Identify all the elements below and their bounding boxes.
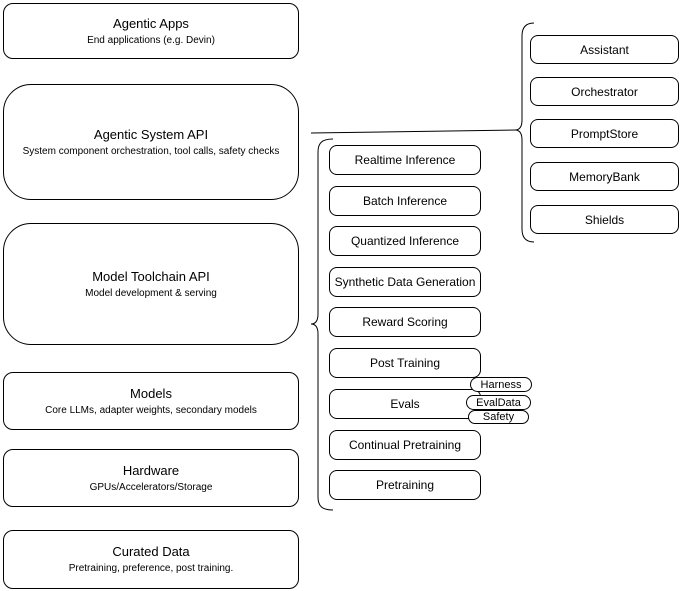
toolchain-brace: [310, 138, 334, 511]
node-label: Batch Inference: [362, 194, 448, 208]
node-label: Shields: [584, 212, 625, 227]
node-subtitle: Model development & serving: [85, 287, 217, 299]
node-label: Continual Pretraining: [348, 438, 462, 452]
node-curated-data: Curated Data Pretraining, preference, po…: [3, 530, 299, 589]
node-subtitle: End applications (e.g. Devin): [87, 34, 215, 46]
node-agentic-system-api: Agentic System API System component orch…: [3, 84, 299, 200]
node-title: Models: [130, 385, 172, 401]
node-subtitle: Core LLMs, adapter weights, secondary mo…: [45, 404, 257, 416]
node-title: Agentic Apps: [113, 15, 189, 31]
node-title: Model Toolchain API: [92, 268, 210, 284]
node-realtime-inference: Realtime Inference: [329, 145, 481, 175]
node-assistant: Assistant: [530, 35, 679, 64]
node-label: Realtime Inference: [354, 153, 456, 167]
node-hardware: Hardware GPUs/Accelerators/Storage: [3, 449, 299, 507]
node-label: MemoryBank: [569, 169, 640, 184]
node-label: PromptStore: [570, 126, 639, 141]
node-subtitle: System component orchestration, tool cal…: [22, 145, 280, 157]
node-label: Reward Scoring: [362, 315, 448, 329]
node-model-toolchain-api: Model Toolchain API Model development & …: [3, 223, 299, 345]
node-quantized-inference: Quantized Inference: [329, 226, 481, 256]
node-label: Pretraining: [375, 478, 435, 492]
node-continual-pretraining: Continual Pretraining: [329, 430, 481, 460]
node-label: Assistant: [580, 42, 629, 57]
node-label: Post Training: [369, 356, 441, 370]
node-label: Synthetic Data Generation: [334, 275, 476, 289]
system-connector-line: [310, 129, 517, 134]
node-post-training: Post Training: [329, 348, 481, 378]
node-title: Hardware: [122, 462, 180, 478]
node-title: Agentic System API: [93, 126, 209, 142]
tag-safety: Safety: [468, 410, 529, 424]
node-reward-scoring: Reward Scoring: [329, 307, 481, 337]
node-shields: Shields: [530, 205, 679, 234]
node-batch-inference: Batch Inference: [329, 186, 481, 216]
node-subtitle: GPUs/Accelerators/Storage: [89, 481, 213, 493]
node-pretraining: Pretraining: [329, 470, 481, 500]
node-evals: Evals: [329, 389, 481, 419]
node-subtitle: Pretraining, preference, post training.: [68, 563, 234, 574]
node-memorybank: MemoryBank: [530, 162, 679, 191]
node-label: Quantized Inference: [350, 234, 460, 248]
node-agentic-apps: Agentic Apps End applications (e.g. Devi…: [3, 3, 299, 59]
node-models: Models Core LLMs, adapter weights, secon…: [3, 372, 299, 430]
node-promptstore: PromptStore: [530, 119, 679, 148]
system-bracket: [514, 22, 535, 243]
node-label: Orchestrator: [571, 84, 638, 99]
node-orchestrator: Orchestrator: [530, 77, 679, 106]
node-title: Curated Data: [112, 544, 190, 559]
tag-evaldata: EvalData: [466, 395, 531, 410]
node-label: Evals: [390, 397, 420, 411]
node-synthetic-data-generation: Synthetic Data Generation: [329, 267, 481, 297]
tag-harness: Harness: [470, 377, 532, 392]
